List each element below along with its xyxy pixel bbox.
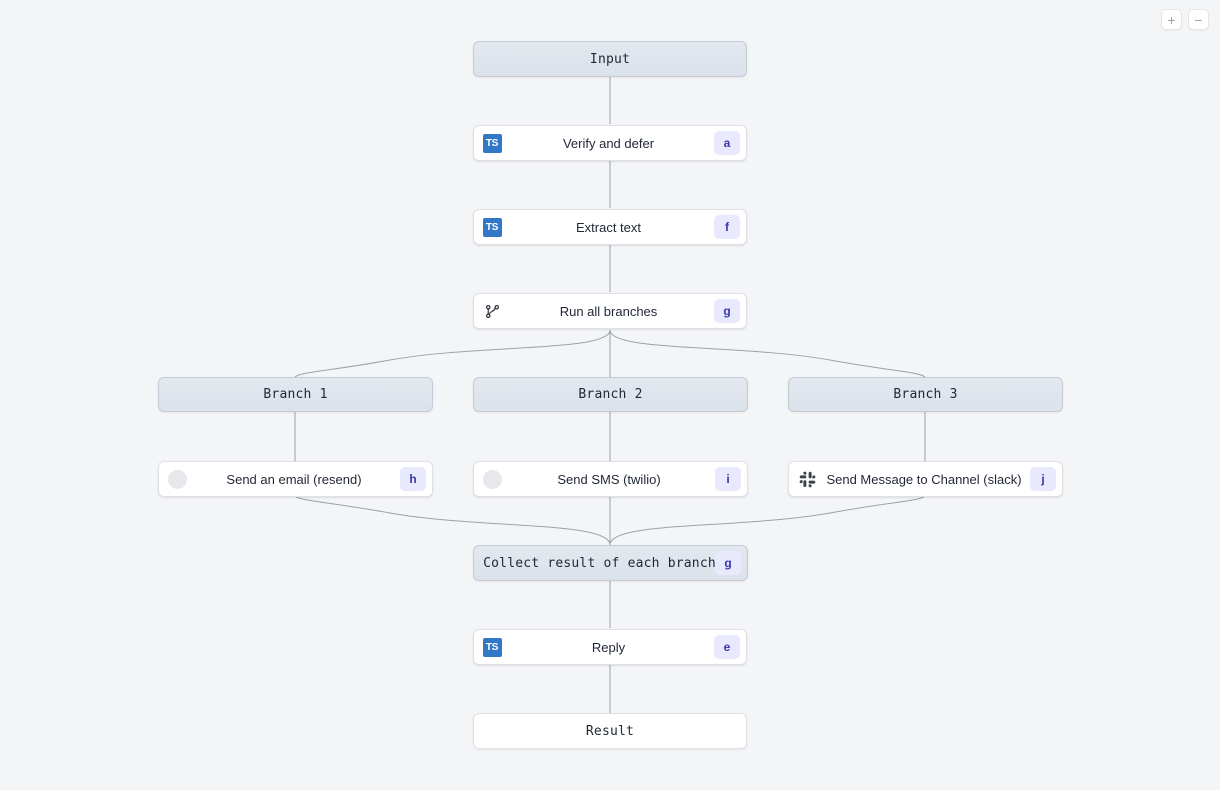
- node-send-message-to-channel-slack[interactable]: Send Message to Channel (slack) j: [788, 461, 1063, 497]
- node-input-label: Input: [589, 51, 631, 67]
- typescript-icon: TS: [481, 216, 503, 238]
- node-branch-3[interactable]: Branch 3: [788, 377, 1063, 412]
- node-send-sms-twilio-label: Send SMS (twilio): [557, 471, 661, 487]
- node-send-email-resend-label: Send an email (resend): [226, 471, 362, 487]
- node-send-message-to-channel-slack-badge[interactable]: j: [1030, 467, 1056, 491]
- zoom-controls: + −: [1161, 9, 1209, 30]
- node-extract-text-label: Extract text: [575, 219, 642, 235]
- node-verify-and-defer-label: Verify and defer: [562, 135, 655, 151]
- node-run-all-branches-badge[interactable]: g: [714, 299, 740, 323]
- edge-slack-collect: [609, 495, 926, 546]
- minus-icon: −: [1194, 11, 1203, 28]
- node-collect-result-label: Collect result of each branch: [483, 555, 716, 571]
- node-result[interactable]: Result: [473, 713, 747, 749]
- node-send-email-resend-badge[interactable]: h: [400, 467, 426, 491]
- zoom-out-button[interactable]: −: [1188, 9, 1209, 30]
- circle-placeholder-icon: [481, 468, 503, 490]
- node-extract-text[interactable]: TS Extract text f: [473, 209, 747, 245]
- node-input[interactable]: Input: [473, 41, 747, 77]
- node-run-all-branches[interactable]: Run all branches g: [473, 293, 747, 329]
- node-verify-and-defer-badge[interactable]: a: [714, 131, 740, 155]
- node-reply-label: Reply: [591, 639, 626, 655]
- edge-runbranches-branch3: [609, 329, 926, 378]
- zoom-in-button[interactable]: +: [1161, 9, 1182, 30]
- node-reply[interactable]: TS Reply e: [473, 629, 747, 665]
- edge-runbranches-branch1: [294, 329, 611, 378]
- node-collect-result[interactable]: Collect result of each branch g: [473, 545, 748, 581]
- typescript-icon: TS: [481, 636, 503, 658]
- slack-icon: [796, 468, 818, 490]
- node-collect-result-badge[interactable]: g: [715, 551, 741, 575]
- node-result-label: Result: [585, 723, 635, 739]
- node-branch-3-label: Branch 3: [893, 387, 958, 402]
- node-send-email-resend[interactable]: Send an email (resend) h: [158, 461, 433, 497]
- node-branch-1-label: Branch 1: [263, 387, 328, 402]
- node-branch-2[interactable]: Branch 2: [473, 377, 748, 412]
- node-branch-2-label: Branch 2: [578, 387, 643, 402]
- edge-email-collect: [294, 495, 611, 546]
- node-send-message-to-channel-slack-label: Send Message to Channel (slack): [826, 471, 1022, 487]
- git-branch-icon: [481, 300, 503, 322]
- node-send-sms-twilio[interactable]: Send SMS (twilio) i: [473, 461, 748, 497]
- typescript-icon: TS: [481, 132, 503, 154]
- plus-icon: +: [1167, 11, 1176, 28]
- node-verify-and-defer[interactable]: TS Verify and defer a: [473, 125, 747, 161]
- circle-placeholder-icon: [166, 468, 188, 490]
- node-reply-badge[interactable]: e: [714, 635, 740, 659]
- node-send-sms-twilio-badge[interactable]: i: [715, 467, 741, 491]
- node-branch-1[interactable]: Branch 1: [158, 377, 433, 412]
- node-extract-text-badge[interactable]: f: [714, 215, 740, 239]
- node-run-all-branches-label: Run all branches: [559, 303, 658, 319]
